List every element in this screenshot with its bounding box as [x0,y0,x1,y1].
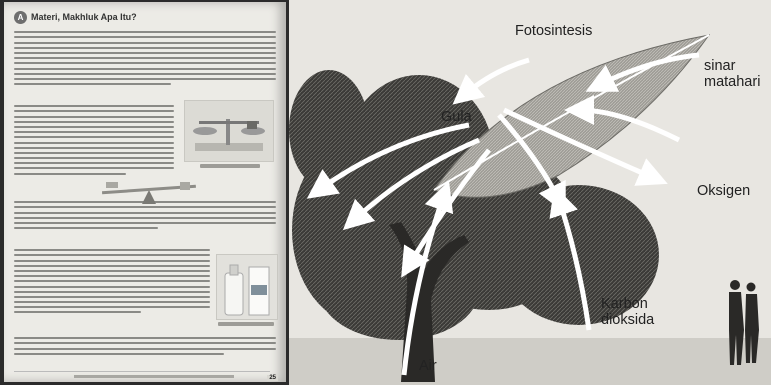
seesaw-figure [94,182,204,206]
textbook-left-page: A Materi, Makhluk Apa Itu? [4,2,286,382]
figure-caption [218,322,274,326]
section-letter-badge: A [14,11,27,24]
figure-caption [200,164,260,168]
label-sugar: Gula [441,109,472,125]
bottles-figure [216,254,278,320]
bottle-icon [217,255,277,319]
footer-text [74,375,234,378]
ground [289,338,771,385]
section-header: A Materi, Makhluk Apa Itu? [14,10,174,24]
balance-scale-figure [184,100,274,162]
scale-icon [185,101,273,161]
paragraph-block [14,246,210,332]
page-number: 25 [267,375,278,381]
paragraph-block [14,28,276,100]
paragraph-block [14,102,174,194]
label-sunlight: sinar matahari [704,58,764,90]
section-title: Materi, Makhluk Apa Itu? [31,12,137,22]
label-water: Air [419,358,437,374]
label-oxygen: Oksigen [697,183,750,199]
paragraph-block [14,334,276,368]
label-photosynthesis: Fotosintesis [515,23,592,39]
label-carbon-dioxide: Karbon dioksida [601,296,681,328]
photosynthesis-diagram-page: Fotosintesis sinar matahari Gula Oksigen… [289,0,771,385]
footer-rule [14,371,270,372]
